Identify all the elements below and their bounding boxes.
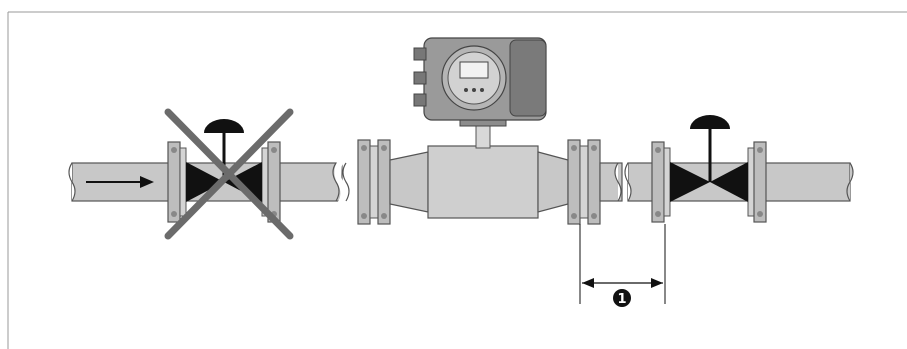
valve-icon [670,115,748,202]
flowmeter-transmitter [413,37,547,149]
flowmeter-sensor-body [427,145,539,219]
upstream-valve [164,108,294,240]
callout-number: 1 [617,292,626,307]
arrow-right-icon [140,176,154,188]
flow-direction-arrow [86,176,154,188]
cross-out-mark [164,108,294,240]
arrow-left-icon [582,278,594,288]
callout-marker [613,289,631,307]
arrow-right-icon [651,278,663,288]
downstream-valve [651,115,767,223]
distance-dimension: 1 [579,224,666,307]
flowmeter-icon [413,37,547,149]
meter-pipe-section [357,139,623,225]
valve-icon [186,119,262,202]
